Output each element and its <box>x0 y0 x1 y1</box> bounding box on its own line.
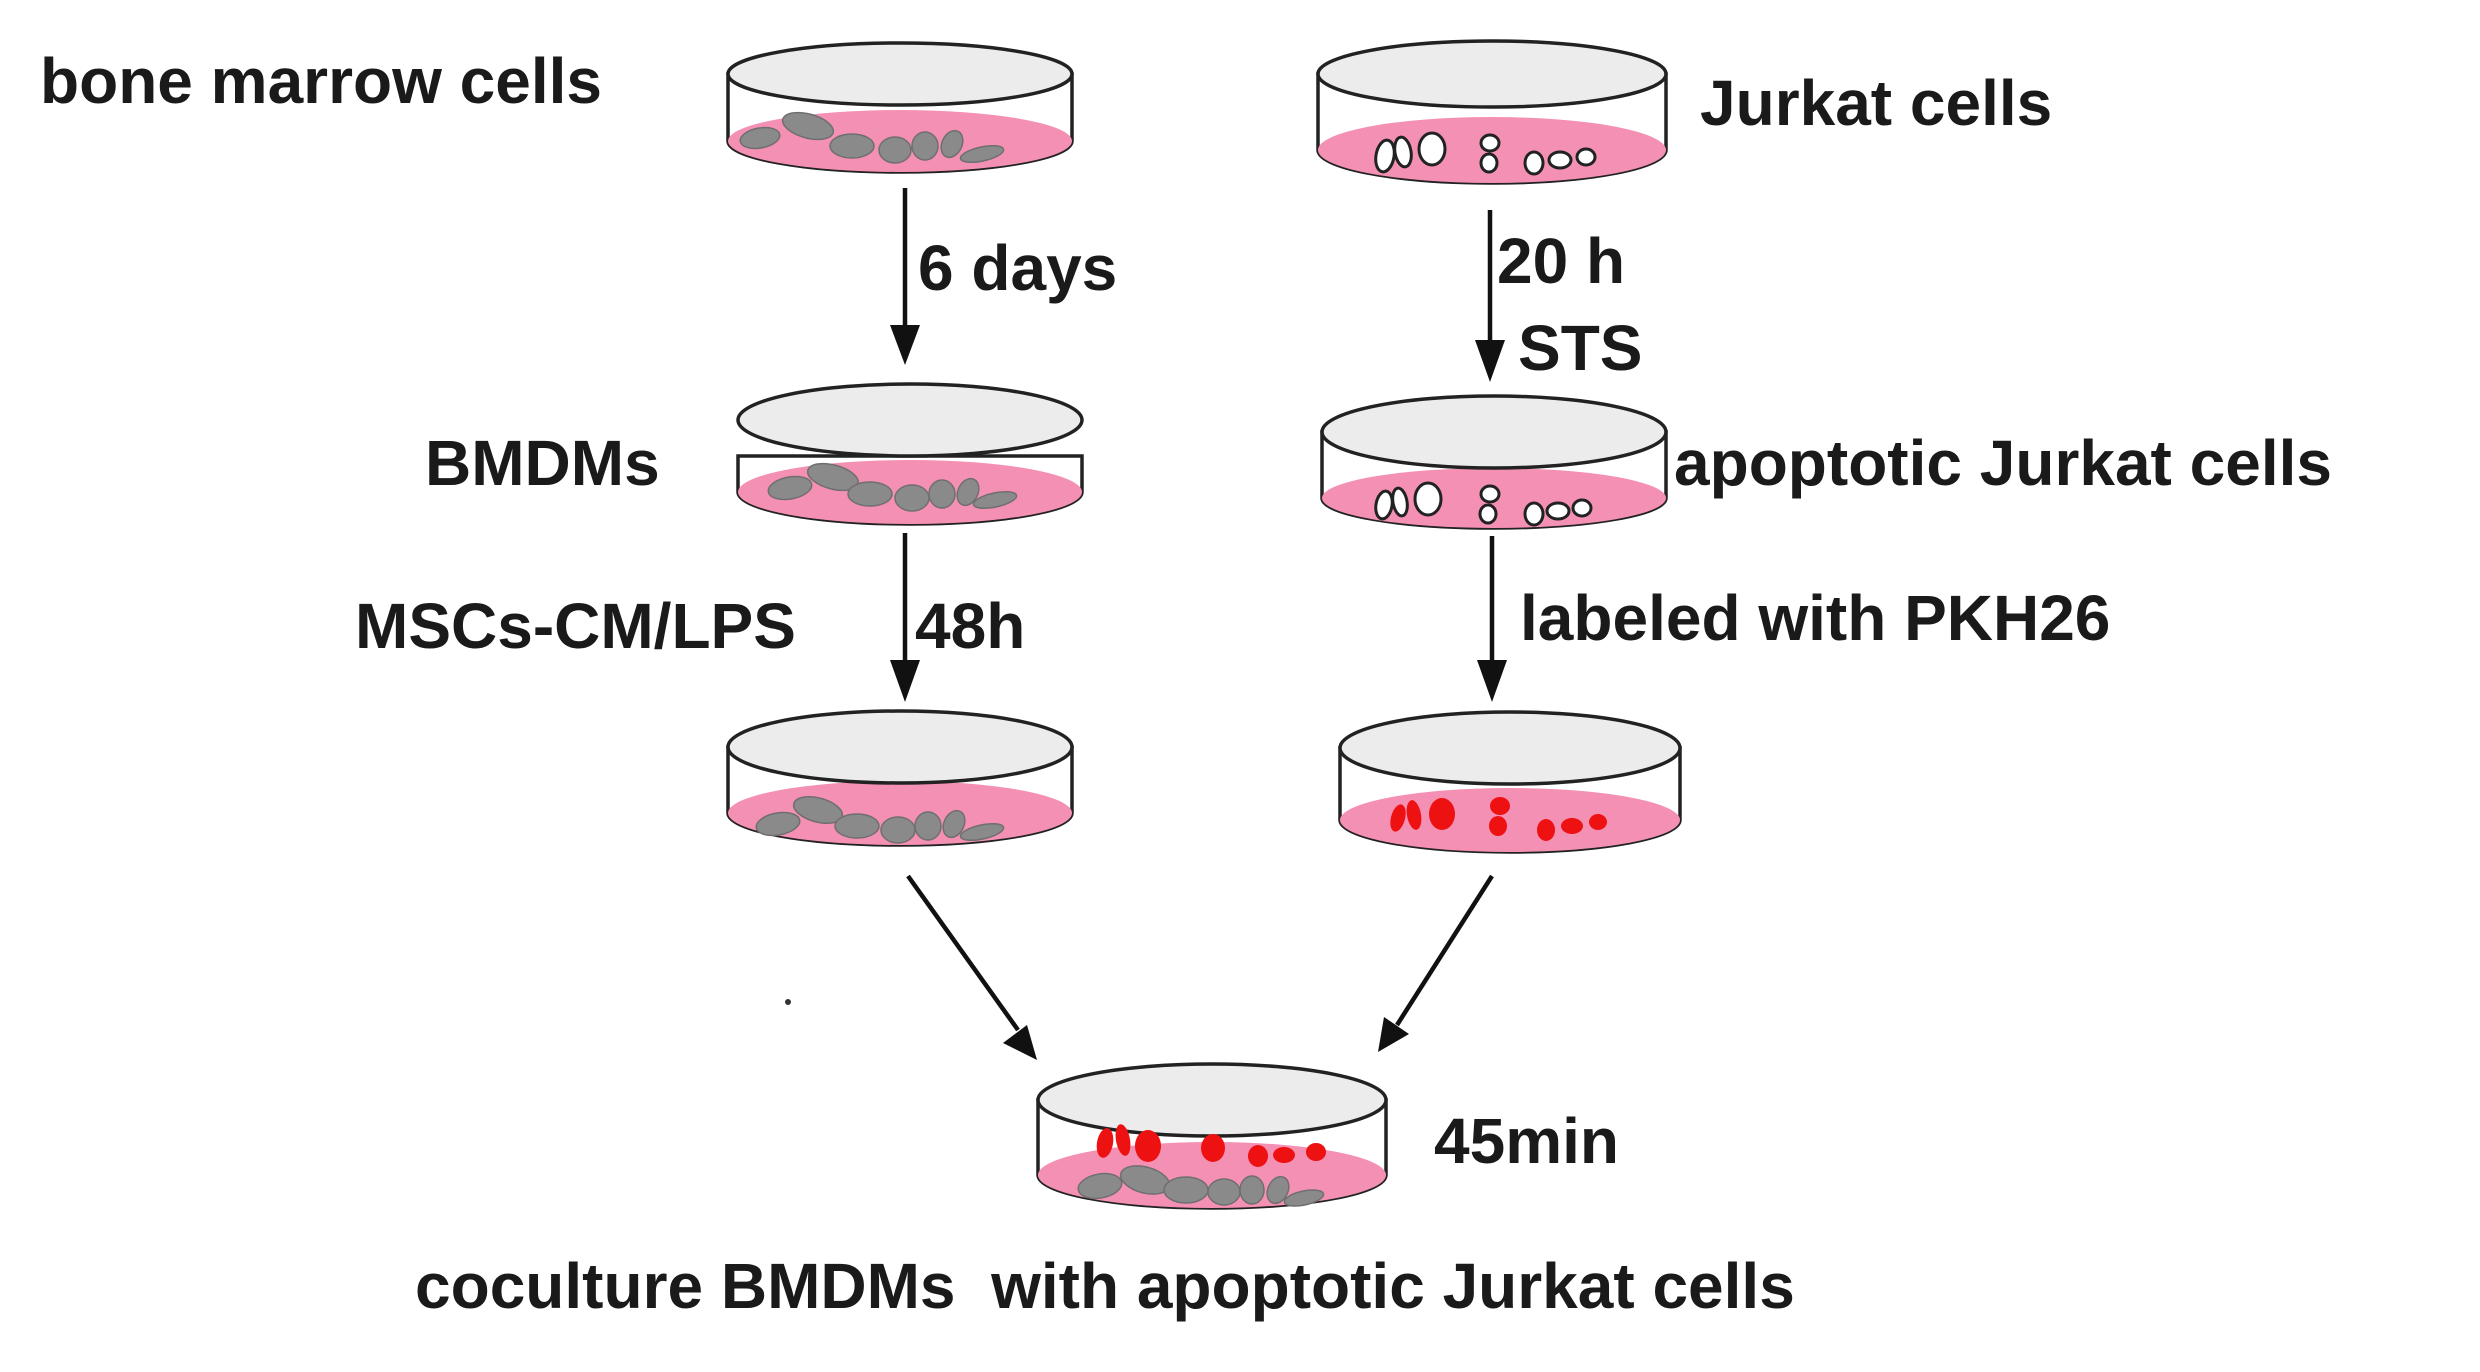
label-labeled-with-pkh26: labeled with PKH26 <box>1520 582 2110 654</box>
label-6-days: 6 days <box>918 232 1117 304</box>
dish-coculture <box>1036 1062 1388 1210</box>
red-cells <box>1096 1124 1326 1167</box>
dish-bone-marrow <box>726 41 1074 174</box>
arrow-bone-marrow-to-bmdms <box>890 188 920 365</box>
dish-treated-bmdms <box>726 709 1074 847</box>
label-20-h: 20 h <box>1497 225 1625 297</box>
arrow-treated-to-coculture <box>906 874 1037 1060</box>
medium-labeled <box>1340 788 1680 852</box>
arrow-apoptotic-to-labeled <box>1477 536 1507 702</box>
gray-cells <box>1077 1165 1325 1207</box>
label-48h: 48h <box>915 590 1025 662</box>
label-45min: 45min <box>1434 1105 1619 1177</box>
label-sts: STS <box>1518 312 1642 384</box>
white-cells <box>1374 481 1593 527</box>
dish-jurkat <box>1316 39 1668 185</box>
gray-cells <box>739 111 1005 164</box>
red-cells <box>1390 797 1607 841</box>
label-coculture: coculture BMDMs with apoptotic Jurkat ce… <box>415 1250 1795 1322</box>
dish-labeled-jurkat <box>1338 710 1682 854</box>
gray-cells <box>767 462 1018 512</box>
arrow-bmdms-to-treated <box>890 533 920 702</box>
label-jurkat-cells: Jurkat cells <box>1700 67 2052 139</box>
gray-cells <box>755 795 1005 844</box>
label-bmdms: BMDMs <box>425 427 660 499</box>
arrow-labeled-to-coculture <box>1378 874 1494 1052</box>
label-apoptotic-jurkat-cells: apoptotic Jurkat cells <box>1674 427 2332 499</box>
white-cells <box>1374 131 1597 176</box>
dish-apoptotic-jurkat <box>1320 394 1668 530</box>
label-mscs-cm-lps: MSCs-CM/LPS <box>355 590 796 662</box>
dish-bmdms <box>736 382 1084 526</box>
stray-dot <box>785 999 791 1005</box>
label-bone-marrow-cells: bone marrow cells <box>40 45 602 117</box>
arrow-jurkat-to-apoptotic <box>1475 210 1505 382</box>
